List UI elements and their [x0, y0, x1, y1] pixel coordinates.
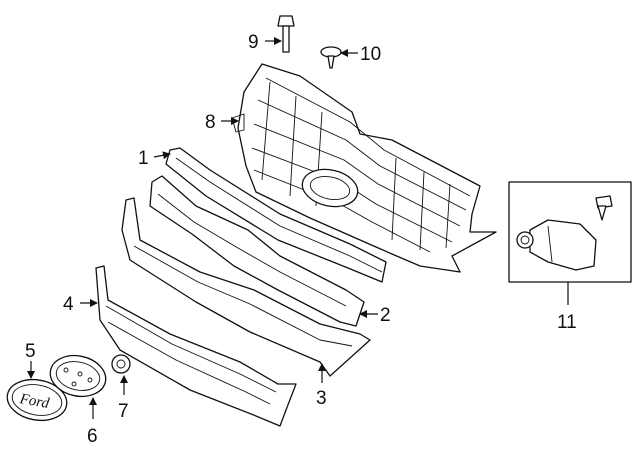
bottom-molding [95, 265, 297, 427]
leader-lines [27, 37, 569, 419]
grille-assembly [231, 63, 497, 273]
callout-labels: 1 2 3 4 5 6 7 8 9 10 11 [25, 32, 577, 447]
callout-2: 2 [380, 305, 391, 326]
callout-4: 4 [63, 294, 74, 315]
lower-molding [121, 197, 371, 377]
nut [111, 354, 131, 374]
push-pin [320, 46, 342, 69]
callout-3: 3 [316, 388, 327, 409]
callout-1: 1 [138, 148, 149, 169]
upper-molding [165, 147, 387, 283]
callout-10: 10 [360, 44, 381, 65]
callout-11: 11 [557, 312, 577, 333]
callout-6: 6 [87, 426, 98, 447]
sensor-inset-box [508, 181, 632, 283]
callout-9: 9 [248, 32, 259, 53]
emblem-text: Ford [18, 391, 51, 412]
callout-8: 8 [205, 112, 216, 133]
callout-7: 7 [118, 401, 129, 422]
bolt [277, 15, 295, 53]
callout-5: 5 [25, 341, 36, 362]
ford-emblem: Ford [6, 378, 68, 422]
emblem-backing [49, 354, 107, 398]
